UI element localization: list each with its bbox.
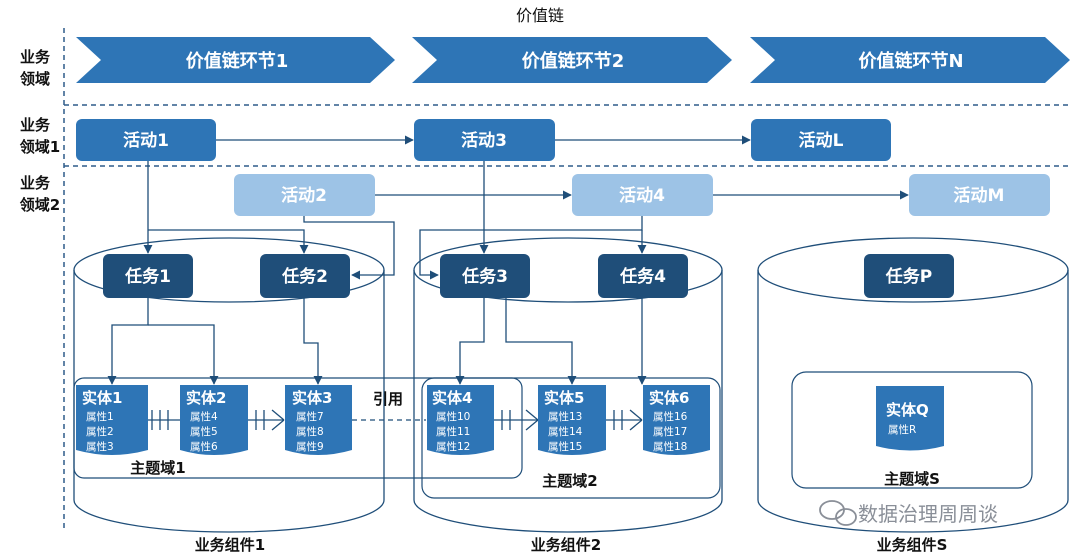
svg-text:任务P: 任务P — [885, 266, 932, 287]
task-2: 任务2 — [260, 254, 350, 298]
svg-text:属性6: 属性6 — [190, 440, 218, 453]
entity-4: 实体4 属性10 属性11 属性12 — [427, 385, 494, 455]
svg-text:属性14: 属性14 — [548, 425, 583, 438]
component-s-label: 业务组件S — [877, 536, 948, 554]
svg-text:业务: 业务 — [20, 48, 51, 66]
svg-text:业务: 业务 — [20, 174, 51, 192]
svg-text:价值链环节2: 价值链环节2 — [522, 50, 625, 72]
svg-text:属性10: 属性10 — [436, 410, 470, 423]
svg-text:活动4: 活动4 — [619, 185, 665, 206]
svg-text:实体Q: 实体Q — [886, 401, 929, 419]
svg-text:实体3: 实体3 — [292, 389, 332, 407]
activity-1: 活动1 — [76, 119, 216, 161]
entity-6: 实体6 属性16 属性17 属性18 — [643, 385, 710, 455]
svg-text:活动3: 活动3 — [461, 130, 507, 151]
task-4: 任务4 — [598, 254, 688, 298]
task-3: 任务3 — [440, 254, 530, 298]
svg-text:属性8: 属性8 — [296, 425, 324, 438]
svg-text:实体1: 实体1 — [82, 389, 122, 407]
chevron-value-chain-2: 价值链环节2 — [412, 37, 732, 83]
diagram-title: 价值链 — [516, 6, 564, 25]
component-1-label: 业务组件1 — [195, 536, 265, 554]
svg-text:属性18: 属性18 — [653, 440, 687, 453]
activity-m: 活动M — [909, 174, 1050, 216]
svg-text:业务: 业务 — [20, 116, 51, 134]
svg-text:属性R: 属性R — [888, 423, 916, 436]
svg-text:任务1: 任务1 — [124, 266, 171, 287]
svg-text:实体2: 实体2 — [186, 389, 226, 407]
svg-text:活动1: 活动1 — [123, 130, 169, 151]
activity-2: 活动2 — [234, 174, 375, 216]
entity-3: 实体3 属性7 属性8 属性9 — [285, 385, 352, 455]
svg-text:活动M: 活动M — [954, 185, 1005, 206]
reference-label: 引用 — [373, 390, 403, 408]
svg-text:属性1: 属性1 — [86, 410, 114, 423]
cylinder-component-1 — [73, 237, 385, 533]
svg-text:属性17: 属性17 — [653, 425, 687, 438]
topic-domain-1-label: 主题域1 — [130, 459, 185, 477]
svg-text:实体4: 实体4 — [432, 389, 472, 407]
svg-text:属性3: 属性3 — [86, 440, 114, 453]
svg-text:属性5: 属性5 — [190, 425, 218, 438]
cylinder-component-s — [757, 237, 1069, 533]
task-p: 任务P — [864, 254, 954, 298]
topic-domain-s-label: 主题域S — [884, 470, 940, 488]
svg-text:属性11: 属性11 — [436, 425, 470, 438]
svg-text:价值链环节1: 价值链环节1 — [186, 50, 289, 72]
chevron-value-chain-1: 价值链环节1 — [76, 37, 395, 83]
side-label-domain1: 业务 领域1 — [19, 116, 60, 156]
svg-text:领域2: 领域2 — [19, 196, 60, 214]
svg-text:任务4: 任务4 — [619, 266, 666, 287]
topic-domain-1-outline — [73, 377, 523, 479]
side-label-domain: 业务 领域 — [19, 48, 51, 88]
svg-text:领域: 领域 — [19, 70, 50, 88]
wechat-icon — [819, 500, 857, 526]
svg-text:属性7: 属性7 — [296, 410, 324, 423]
task-1: 任务1 — [103, 254, 193, 298]
topic-domain-2-label: 主题域2 — [542, 472, 597, 490]
svg-text:属性15: 属性15 — [548, 440, 582, 453]
svg-text:属性13: 属性13 — [548, 410, 582, 423]
connector-lines — [107, 135, 909, 385]
svg-text:属性2: 属性2 — [86, 425, 114, 438]
svg-text:活动2: 活动2 — [281, 185, 327, 206]
chevron-value-chain-n: 价值链环节N — [750, 37, 1070, 83]
svg-text:活动L: 活动L — [799, 130, 844, 151]
watermark: 数据治理周周谈 — [819, 500, 998, 526]
svg-text:属性4: 属性4 — [190, 410, 218, 423]
entity-2: 实体2 属性4 属性5 属性6 — [180, 385, 248, 455]
entity-relations — [148, 409, 643, 431]
svg-text:领域1: 领域1 — [19, 138, 60, 156]
cylinder-component-2 — [413, 237, 723, 533]
svg-text:价值链环节N: 价值链环节N — [858, 50, 963, 72]
svg-text:任务2: 任务2 — [281, 266, 328, 287]
activity-3: 活动3 — [414, 119, 555, 161]
svg-text:属性16: 属性16 — [653, 410, 688, 423]
svg-text:数据治理周周谈: 数据治理周周谈 — [858, 502, 998, 526]
entity-q: 实体Q 属性R — [876, 386, 944, 451]
activity-4: 活动4 — [572, 174, 713, 216]
svg-text:任务3: 任务3 — [461, 266, 508, 287]
svg-text:属性12: 属性12 — [436, 440, 470, 453]
component-2-label: 业务组件2 — [531, 536, 601, 554]
topic-domain-s-outline — [791, 371, 1033, 489]
entity-1: 实体1 属性1 属性2 属性3 — [76, 385, 148, 455]
svg-text:实体6: 实体6 — [649, 389, 689, 407]
side-label-domain2: 业务 领域2 — [19, 174, 60, 214]
entity-5: 实体5 属性13 属性14 属性15 — [538, 385, 606, 455]
activity-l: 活动L — [751, 119, 891, 161]
svg-text:属性9: 属性9 — [296, 440, 324, 453]
svg-text:实体5: 实体5 — [544, 389, 584, 407]
